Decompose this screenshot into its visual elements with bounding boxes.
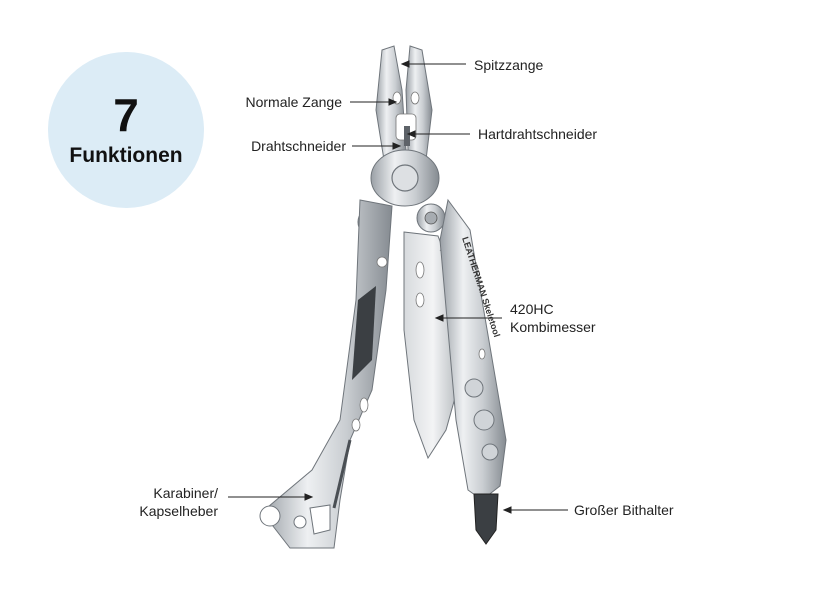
label-hartdrahtschneider: Hartdrahtschneider	[478, 126, 598, 142]
label-drahtschneider: Drahtschneider	[251, 138, 346, 154]
label-karabiner-line1: Karabiner/	[153, 485, 218, 501]
label-bithalter: Großer Bithalter	[574, 502, 674, 518]
label-messer-line1: 420HC	[510, 301, 554, 317]
label-normale-zange: Normale Zange	[245, 94, 343, 110]
function-count-badge: 7 Funktionen	[48, 52, 204, 208]
label-karabiner-line2: Kapselheber	[139, 503, 218, 519]
left-handle	[259, 199, 393, 549]
leader-lines	[228, 60, 568, 514]
function-count: 7	[113, 89, 139, 141]
function-count-label: Funktionen	[69, 144, 183, 167]
label-messer-line2: Kombimesser	[510, 319, 596, 335]
label-spitzzange: Spitzzange	[474, 57, 544, 73]
